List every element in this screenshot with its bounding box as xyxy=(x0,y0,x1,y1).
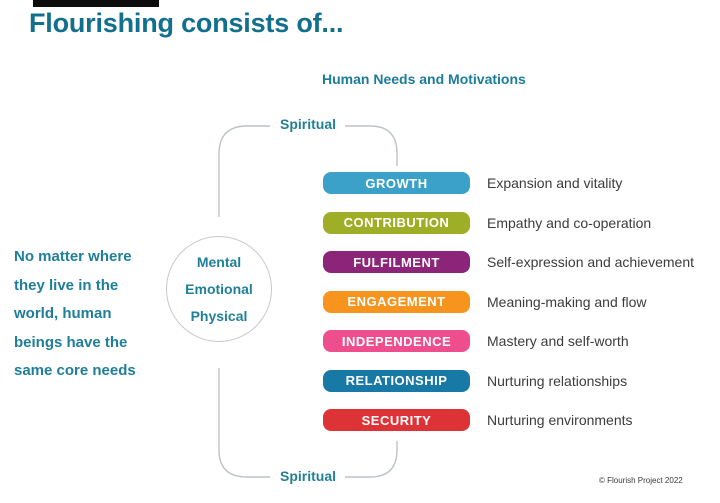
copyright: © Flourish Project 2022 xyxy=(599,476,683,485)
need-label: RELATIONSHIP xyxy=(345,373,448,388)
need-pill: FULFILMENT xyxy=(323,251,470,273)
bracket-bottom-left-curve xyxy=(218,368,270,478)
need-label: GROWTH xyxy=(365,175,428,191)
intro-line: they live in the xyxy=(14,276,119,294)
intro-text: No matter where they live in the world, … xyxy=(14,243,136,386)
need-label: ENGAGEMENT xyxy=(347,294,446,309)
need-description: Nurturing relationships xyxy=(487,372,628,389)
core-circle-line: Mental xyxy=(196,253,242,270)
need-pill: SECURITY xyxy=(323,409,470,431)
intro-line: No matter where xyxy=(14,248,132,265)
need-row: ENGAGEMENT Meaning-making and flow xyxy=(323,290,694,313)
need-description: Empathy and co-operation xyxy=(487,214,652,231)
needs-list: GROWTH Expansion and vitality CONTRIBUTI… xyxy=(323,172,694,431)
need-row: SECURITY Nurturing environments xyxy=(323,409,694,431)
core-circle-line: Physical xyxy=(190,307,248,324)
intro-line: same core needs xyxy=(14,362,136,379)
need-row: FULFILMENT Self-expression and achieveme… xyxy=(323,251,694,273)
need-row: CONTRIBUTION Empathy and co-operation xyxy=(323,211,694,234)
bracket-top-right-curve xyxy=(345,125,398,166)
need-row: INDEPENDENCE Mastery and self-worth xyxy=(323,330,694,352)
core-circle: Mental Emotional Physical xyxy=(166,236,272,342)
top-edge-bar xyxy=(33,0,159,7)
need-description: Nurturing environments xyxy=(487,412,633,428)
need-description: Meaning-making and flow xyxy=(487,293,647,310)
page-title: Flourishing consists of... xyxy=(29,8,344,38)
need-label: CONTRIBUTION xyxy=(343,215,450,230)
subtitle: Human Needs and Motivations xyxy=(322,71,526,87)
need-label: SECURITY xyxy=(361,412,432,428)
need-row: RELATIONSHIP Nurturing relationships xyxy=(323,369,694,392)
need-pill: RELATIONSHIP xyxy=(323,369,470,392)
intro-line: beings have the xyxy=(14,333,128,351)
need-description: Expansion and vitality xyxy=(487,175,623,191)
need-pill: ENGAGEMENT xyxy=(323,290,470,313)
need-description: Self-expression and achievement xyxy=(487,254,695,270)
spiritual-label-top: Spiritual xyxy=(272,116,344,132)
core-circle-line: Emotional xyxy=(185,280,253,297)
need-label: FULFILMENT xyxy=(353,254,440,270)
need-row: GROWTH Expansion and vitality xyxy=(323,172,694,194)
bracket-bottom-right-curve xyxy=(345,441,398,478)
need-pill: INDEPENDENCE xyxy=(323,330,470,352)
need-label: INDEPENDENCE xyxy=(341,333,452,349)
intro-line: world, human xyxy=(14,305,112,322)
spiritual-label-bottom: Spiritual xyxy=(272,468,344,484)
need-pill: CONTRIBUTION xyxy=(323,211,470,234)
bracket-top-left-curve xyxy=(218,125,270,217)
need-description: Mastery and self-worth xyxy=(487,333,629,349)
need-pill: GROWTH xyxy=(323,172,470,194)
